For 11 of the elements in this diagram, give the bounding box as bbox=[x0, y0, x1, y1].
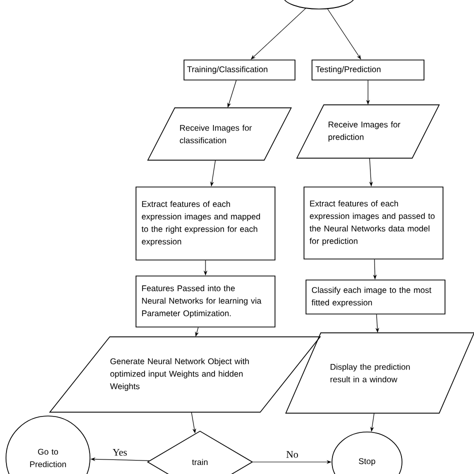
process-box: Training/Classification bbox=[184, 60, 296, 80]
edge-label: Yes bbox=[112, 448, 128, 457]
io-parallelogram: Receive Images for classification bbox=[147, 107, 292, 161]
process-box: Features Passed into the Neural Networks for learning via Parameter Optimization. bbox=[136, 276, 276, 328]
process-box: Classify each image to the most fitted expression bbox=[306, 280, 446, 314]
process-box: Extract features of each expression images and passed to the Neural Networks data model for prediction bbox=[304, 186, 444, 260]
edge-label: No bbox=[285, 450, 300, 459]
process-box: Extract features of each expression images and mapped to the right expression for each expression bbox=[136, 186, 276, 260]
io-parallelogram: Receive Images for prediction bbox=[296, 104, 440, 159]
io-parallelogram: Display the prediction result in a window bbox=[285, 332, 474, 414]
process-box: Testing/Prediction bbox=[312, 60, 424, 80]
